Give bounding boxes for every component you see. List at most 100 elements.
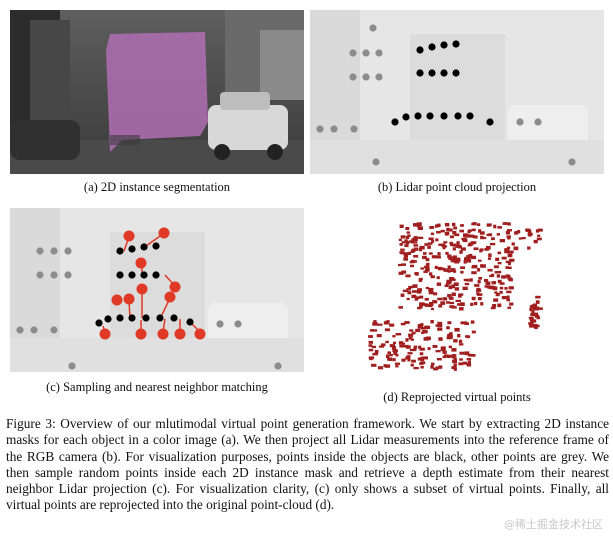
background-points [16,247,282,370]
reprojected-point [487,285,491,289]
reprojected-point [497,226,502,229]
reprojected-point [491,273,495,277]
reprojected-point [388,357,393,361]
reprojected-point [419,352,424,356]
reprojected-point [467,234,471,237]
reprojected-point [454,287,460,291]
reprojected-point [537,228,543,232]
reprojected-point [433,300,438,304]
reprojected-point [431,362,435,366]
reprojected-point [377,366,384,370]
reprojected-point [403,344,409,348]
reprojected-point [479,231,485,235]
reprojected-point [392,349,398,353]
reprojected-point [511,242,515,246]
reprojected-point [472,265,477,268]
reprojected-point [389,344,396,348]
reprojected-point [435,324,440,327]
reprojected-point [413,347,417,352]
reprojected-point [393,351,398,355]
reprojected-point [502,222,507,225]
reprojected-point [448,296,453,299]
reprojected-point [420,323,424,326]
reprojected-point [446,279,452,284]
reprojected-point [442,355,447,359]
reprojected-point [387,351,391,355]
reprojected-point [368,335,373,338]
reprojected-point [401,342,406,345]
reprojected-point [446,326,450,330]
reprojected-point [429,226,435,229]
reprojected-point [428,302,434,306]
reprojected-point [479,248,484,252]
reprojected-point [406,231,410,234]
reprojected-point [513,246,519,251]
reprojected-point [455,257,461,261]
reprojected-point [436,255,441,259]
object-points [391,40,494,126]
reprojected-point [417,357,422,361]
reprojected-point [417,226,423,230]
reprojected-point [493,265,499,269]
reprojected-point [446,282,451,285]
reprojected-point [536,237,542,241]
reprojected-point [438,304,443,308]
reprojected-point [368,356,375,360]
street-scene-segmentation [10,10,304,174]
reprojected-point [373,320,377,323]
reprojected-point [428,287,434,292]
reprojected-point [464,322,469,325]
reprojected-point [509,258,515,262]
reprojected-point [450,268,456,271]
reprojected-point [436,282,442,286]
reprojected-point [459,229,464,233]
reprojected-point [428,291,434,295]
reprojected-point [402,289,409,293]
reprojected-point [460,302,465,306]
reprojected-point [442,350,447,354]
reprojected-point [377,323,383,326]
reprojected-point [423,303,428,307]
reprojected-point [470,320,475,324]
reprojected-point [466,255,470,258]
reprojected-point [383,364,387,368]
reprojected-point [437,321,443,325]
reprojected-point [449,277,454,281]
reprojected-point [506,229,512,232]
reprojected-point [481,236,487,240]
reprojected-point [446,354,451,358]
reprojected-point [453,282,459,286]
reprojected-point [407,234,411,238]
reprojected-point [384,328,391,332]
reprojected-point [425,268,430,272]
reprojected-point [505,231,510,235]
reprojected-point [374,349,379,354]
reprojected-point [399,243,403,246]
reprojected-point [470,302,474,306]
reprojected-point [463,278,468,282]
reprojected-point [435,366,440,370]
reprojected-point [477,280,481,284]
reprojected-point [535,300,540,304]
reprojected-point [492,304,497,307]
reprojected-point [435,238,439,242]
reprojected-point [509,302,514,306]
reprojected-point [420,267,425,270]
reprojected-point [476,223,481,226]
reprojected-point [533,325,538,329]
reprojected-point [464,282,470,286]
reprojected-point [487,281,491,285]
reprojected-point [474,284,480,287]
reprojected-point [401,241,407,244]
reprojected-point [459,358,463,361]
reprojected-point [425,266,430,270]
reprojected-point [447,321,452,325]
reprojected-point [476,292,480,295]
reprojected-point [529,323,533,327]
reprojected-point [443,241,448,244]
reprojected-point [466,259,472,263]
reprojected-point [427,242,433,245]
reprojected-point [437,327,443,331]
reprojected-point [407,352,413,355]
reprojected-point [413,236,417,239]
